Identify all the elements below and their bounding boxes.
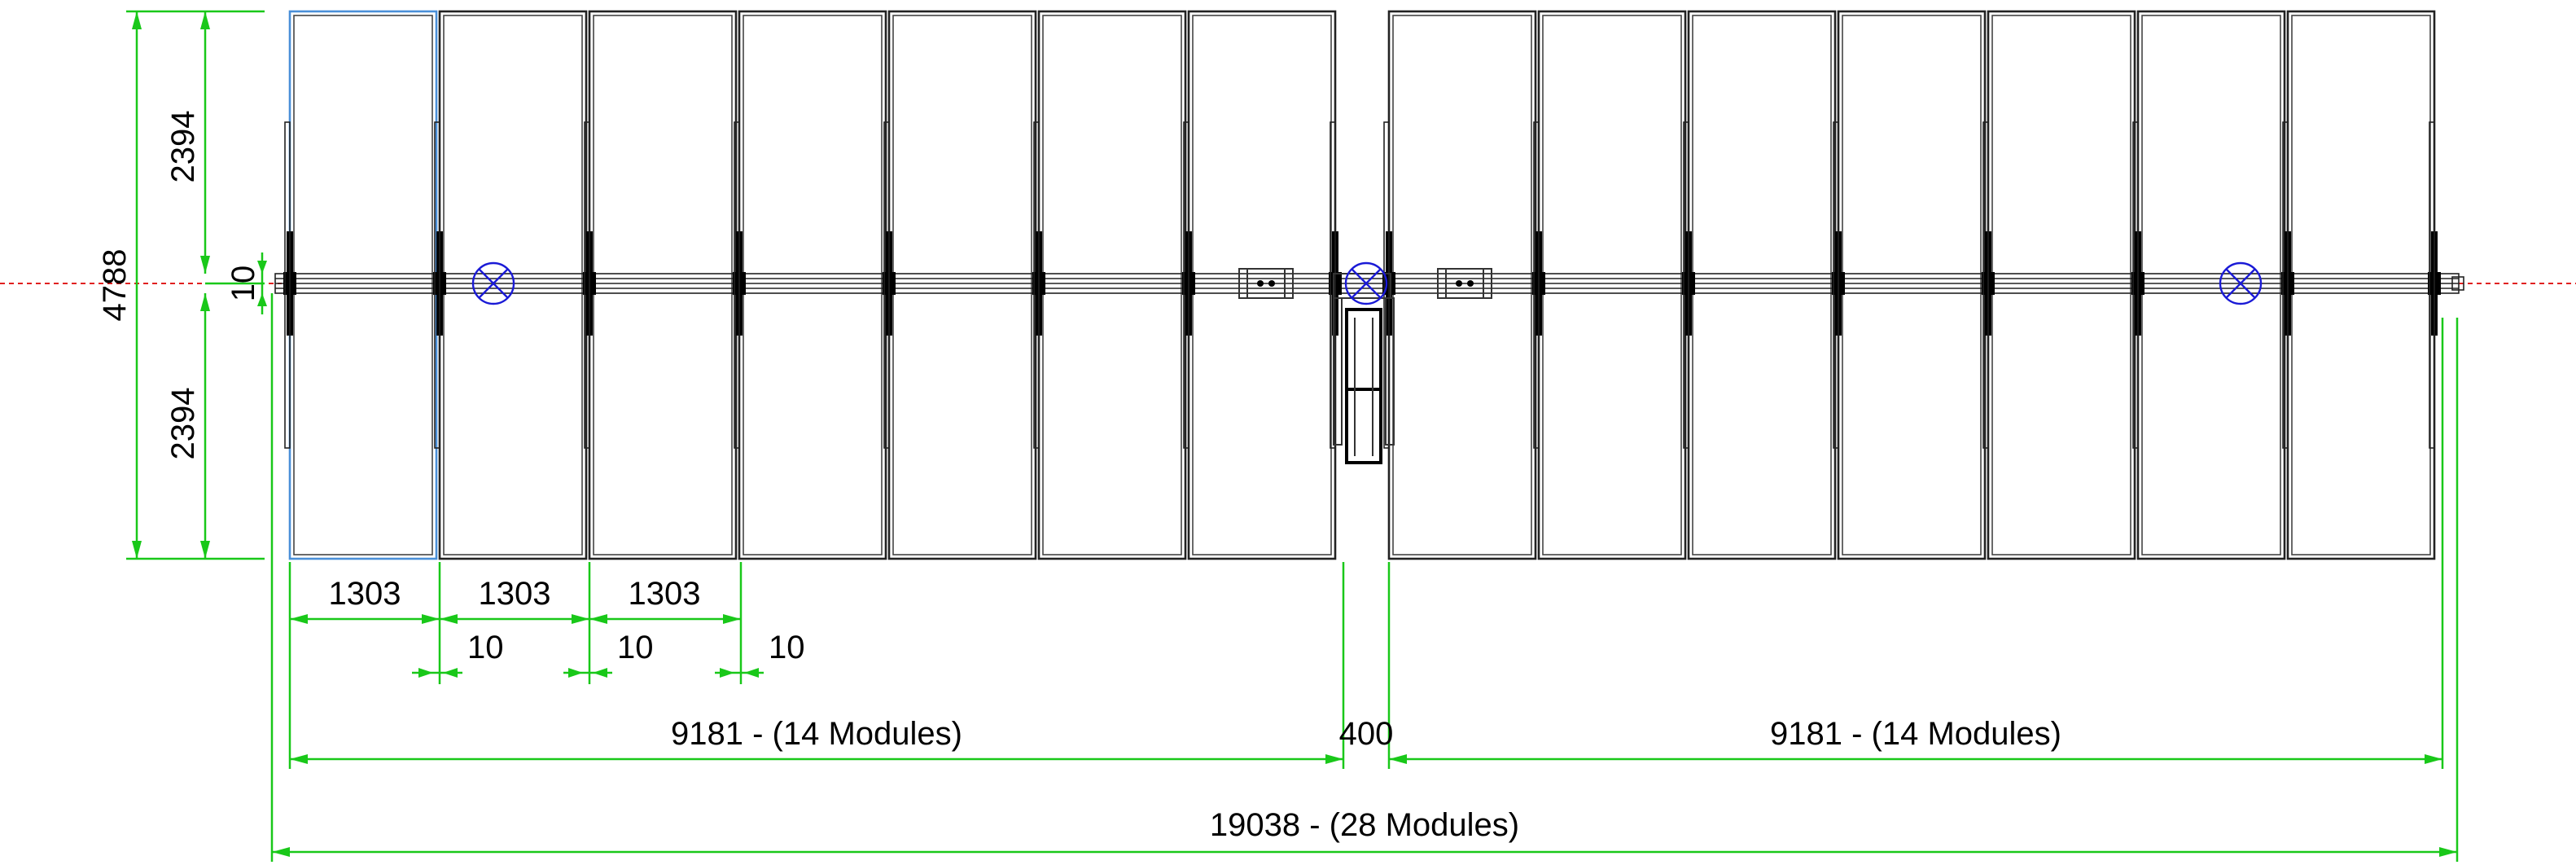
dim-label-center-gap: 400 xyxy=(1339,716,1394,752)
post-clamp-0 xyxy=(283,121,296,449)
dim-label-module-gap-2: 10 xyxy=(617,630,654,665)
dim-module-widths: 1303 1303 1303 10 10 10 xyxy=(288,562,805,684)
solar-module xyxy=(288,10,438,560)
splice-bracket-left xyxy=(1238,268,1294,299)
solar-module xyxy=(887,10,1037,560)
dim-label-torque-gap: 10 xyxy=(226,266,261,302)
solar-module xyxy=(588,10,738,560)
solar-module xyxy=(2136,10,2286,560)
solar-module xyxy=(1837,10,1987,560)
solar-module xyxy=(1387,10,1537,560)
dim-right-string: 9181 - (14 Modules) xyxy=(1389,318,2444,769)
dim-label-overall-width: 4788 xyxy=(97,249,133,322)
dim-upper-half: 2394 xyxy=(165,11,210,274)
module-array xyxy=(288,10,2436,560)
solar-module xyxy=(1687,10,1837,560)
post-clamp-15 xyxy=(2428,121,2441,449)
post-clamp-1 xyxy=(433,121,446,449)
post-clamp-12 xyxy=(1982,121,1995,449)
solar-module xyxy=(1987,10,2136,560)
post-clamp-3 xyxy=(733,121,746,449)
pivot-marker-3 xyxy=(2219,261,2263,305)
post-clamp-5 xyxy=(1032,121,1045,449)
solar-module xyxy=(738,10,887,560)
dim-label-left-string: 9181 - (14 Modules) xyxy=(671,716,962,752)
dim-overall-length: 19038 - (28 Modules) xyxy=(270,293,2459,862)
post-clamp-6 xyxy=(1182,121,1195,449)
dim-label-lower-half: 2394 xyxy=(165,388,201,460)
dim-label-module-width-2: 1303 xyxy=(479,576,551,612)
dim-label-right-string: 9181 - (14 Modules) xyxy=(1770,716,2061,752)
solar-module xyxy=(1537,10,1687,560)
post-clamp-13 xyxy=(2131,121,2144,449)
dim-label-overall-length: 19038 - (28 Modules) xyxy=(1210,807,1519,843)
post-clamp-11 xyxy=(1832,121,1845,449)
drive-unit xyxy=(1333,273,1395,464)
solar-module xyxy=(1037,10,1187,560)
dim-label-module-width-1: 1303 xyxy=(329,576,401,612)
post-clamp-10 xyxy=(1682,121,1695,449)
solar-module xyxy=(2286,10,2436,560)
splice-bracket-right xyxy=(1437,268,1492,299)
dim-torque-gap: 10 xyxy=(205,252,267,314)
dim-label-upper-half: 2394 xyxy=(165,111,201,183)
pivot-marker-1 xyxy=(471,261,515,305)
dim-center-gap: 400 xyxy=(1339,562,1394,769)
post-clamp-2 xyxy=(583,121,596,449)
post-clamp-14 xyxy=(2281,121,2294,449)
post-clamp-9 xyxy=(1532,121,1545,449)
post-clamp-4 xyxy=(883,121,896,449)
post-clamp-7 xyxy=(1329,121,1342,449)
dim-overall-width: 4788 xyxy=(97,10,265,560)
dim-label-module-gap-1: 10 xyxy=(467,630,504,665)
pivot-marker-2 xyxy=(1344,261,1388,305)
mounting-posts xyxy=(283,121,2441,449)
dim-label-module-width-3: 1303 xyxy=(629,576,701,612)
dim-left-string: 9181 - (14 Modules) xyxy=(288,562,1345,769)
dim-lower-half: 2394 xyxy=(165,293,210,559)
dim-label-module-gap-3: 10 xyxy=(769,630,805,665)
